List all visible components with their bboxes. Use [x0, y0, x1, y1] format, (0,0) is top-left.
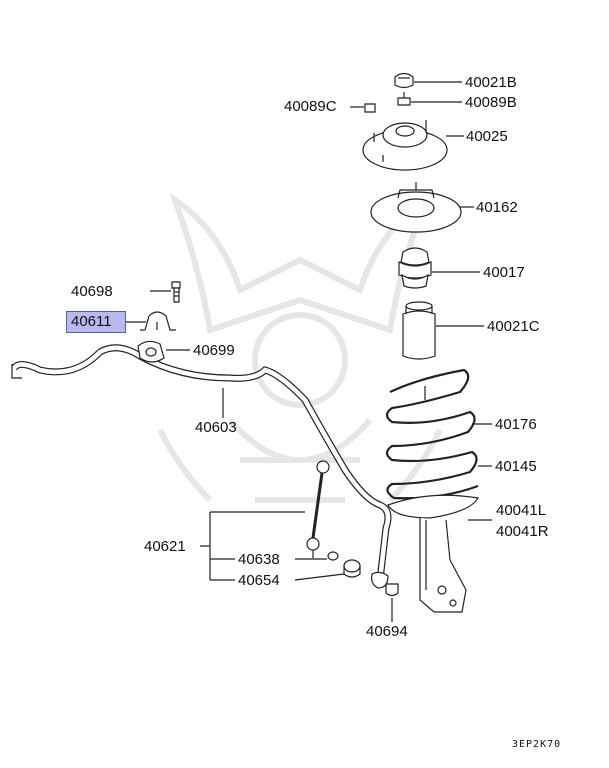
leader-40621-bracket: [200, 512, 305, 580]
part-40654-drawing: [344, 560, 360, 577]
label-40621[interactable]: 40621: [144, 538, 186, 555]
part-40698-drawing: [172, 282, 180, 302]
part-40621-drawing: [307, 461, 329, 558]
label-40654[interactable]: 40654: [238, 572, 280, 589]
part-40176-drawing: [387, 370, 478, 498]
label-40089C[interactable]: 40089C: [284, 98, 337, 115]
label-40698[interactable]: 40698: [71, 283, 113, 300]
label-40025[interactable]: 40025: [466, 128, 508, 145]
part-40089B-drawing: [398, 92, 410, 105]
part-40611-drawing: [140, 312, 176, 330]
label-40603[interactable]: 40603: [195, 419, 237, 436]
label-40611-highlighted[interactable]: 40611: [66, 311, 126, 333]
part-40017-drawing: [399, 248, 431, 288]
part-40089C-drawing: [365, 104, 375, 112]
label-40699[interactable]: 40699: [193, 342, 235, 359]
label-40089B[interactable]: 40089B: [465, 94, 517, 111]
label-40694[interactable]: 40694: [366, 623, 408, 640]
part-40021C-drawing: [403, 302, 435, 359]
label-40162[interactable]: 40162: [476, 199, 518, 216]
label-40021B[interactable]: 40021B: [465, 74, 517, 91]
part-40021B-drawing: [395, 74, 413, 88]
label-40145[interactable]: 40145: [495, 458, 537, 475]
part-40162-drawing: [371, 182, 461, 232]
part-40699-drawing: [138, 341, 164, 362]
part-40638-drawing: [328, 552, 338, 560]
diagram-code: 3EP2K70: [512, 739, 562, 750]
label-40176[interactable]: 40176: [495, 416, 537, 433]
label-40041R[interactable]: 40041R: [496, 523, 549, 540]
part-40041-drawing: [388, 495, 478, 612]
label-40021C[interactable]: 40021C: [487, 318, 540, 335]
part-40694-drawing: [386, 584, 398, 596]
part-40603-stabilizer-bar: [14, 348, 388, 580]
label-40017[interactable]: 40017: [483, 264, 525, 281]
part-40025-drawing: [363, 120, 447, 170]
label-40638[interactable]: 40638: [238, 551, 280, 568]
leader-40654: [295, 574, 344, 580]
label-40041L[interactable]: 40041L: [496, 502, 547, 519]
